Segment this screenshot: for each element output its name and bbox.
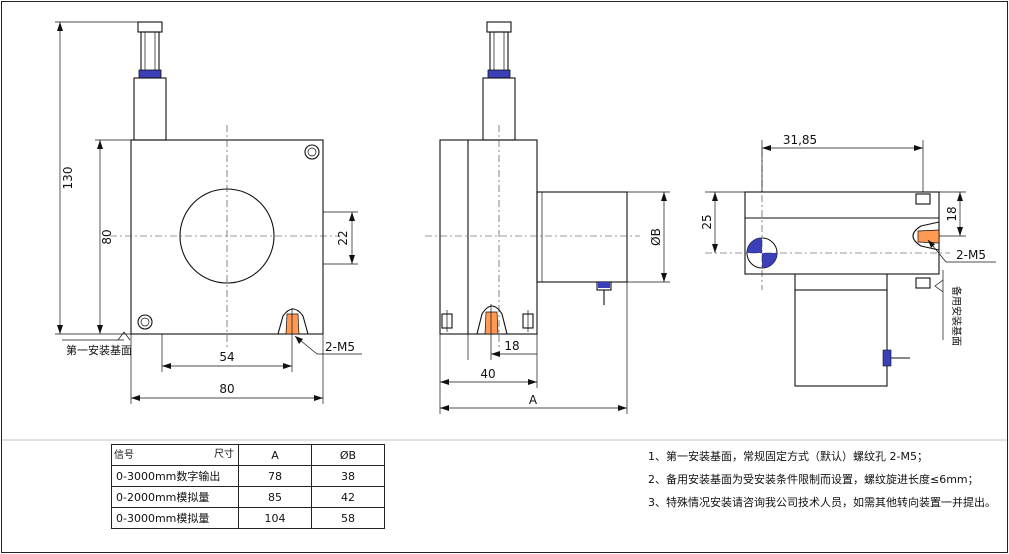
table-row: 0-3000mm数字输出 78 38 bbox=[111, 465, 385, 487]
note-3: 3、特殊情况安装请咨询我公司技术人员，如需其他转向装置一并提出。 bbox=[648, 496, 996, 509]
row-B: 38 bbox=[311, 465, 385, 487]
header-signal: 信号 bbox=[114, 450, 134, 461]
header-size: 尺寸 bbox=[214, 449, 234, 460]
dim-130: 130 bbox=[61, 167, 75, 190]
dim-18-right: 18 bbox=[945, 206, 959, 221]
table-row: 0-2000mm模拟量 85 42 bbox=[111, 486, 385, 508]
label-2m5-right: 2-M5 bbox=[956, 248, 986, 262]
side-body bbox=[439, 139, 538, 335]
row-A: 104 bbox=[238, 507, 312, 529]
dim-18-side: 18 bbox=[504, 339, 519, 353]
table-row: 0-3000mm模拟量 104 58 bbox=[111, 507, 385, 529]
side-view: 18 40 A ØB bbox=[425, 21, 670, 414]
side-encoder bbox=[536, 191, 628, 283]
front-view: 130 80 22 第一安装基面 54 80 2-M5 bbox=[55, 21, 362, 404]
label-base-front: 第一安装基面 bbox=[66, 343, 132, 357]
row-B: 42 bbox=[311, 486, 385, 508]
label-2m5-front: 2-M5 bbox=[325, 340, 355, 354]
header-signal-size: 信号 尺寸 bbox=[111, 444, 239, 466]
dim-40: 40 bbox=[480, 367, 495, 381]
row-B: 58 bbox=[311, 507, 385, 529]
note-1: 1、第一安装基面，常规固定方式（默认）螺纹孔 2-M5； bbox=[648, 450, 928, 463]
spec-table: 信号 尺寸 A ØB 0-3000mm数字输出 78 38 0-2000mm模拟… bbox=[111, 444, 385, 529]
dim-31-85: 31,85 bbox=[783, 133, 817, 147]
notes-block: 1、第一安装基面，常规固定方式（默认）螺纹孔 2-M5； 2、备用安装基面为受安… bbox=[648, 445, 996, 514]
row-signal: 0-3000mm数字输出 bbox=[111, 465, 239, 487]
dim-22: 22 bbox=[336, 230, 350, 245]
label-base-spare: 备用安装基面 bbox=[950, 286, 963, 346]
row-signal: 0-3000mm模拟量 bbox=[111, 507, 239, 529]
header-A: A bbox=[238, 444, 312, 466]
note-2: 2、备用安装基面为受安装条件限制而设置，螺纹旋进长度≤6mm； bbox=[648, 473, 979, 486]
row-signal: 0-2000mm模拟量 bbox=[111, 486, 239, 508]
right-encoder bbox=[794, 289, 888, 387]
dim-80-vertical: 80 bbox=[100, 229, 114, 244]
dim-80-horizontal: 80 bbox=[219, 382, 234, 396]
cable-clamp-side bbox=[487, 69, 511, 79]
dim-25: 25 bbox=[700, 214, 714, 229]
row-A: 78 bbox=[238, 465, 312, 487]
cable-clamp-front bbox=[138, 69, 162, 79]
right-view: 31,85 25 18 2-M5 备用安装基面 bbox=[700, 133, 996, 387]
spec-table-header: 信号 尺寸 A ØB bbox=[111, 444, 385, 466]
header-B: ØB bbox=[311, 444, 385, 466]
dim-54: 54 bbox=[219, 350, 234, 364]
row-A: 85 bbox=[238, 486, 312, 508]
dim-dia-B: ØB bbox=[649, 228, 663, 246]
dim-A: A bbox=[529, 393, 538, 407]
